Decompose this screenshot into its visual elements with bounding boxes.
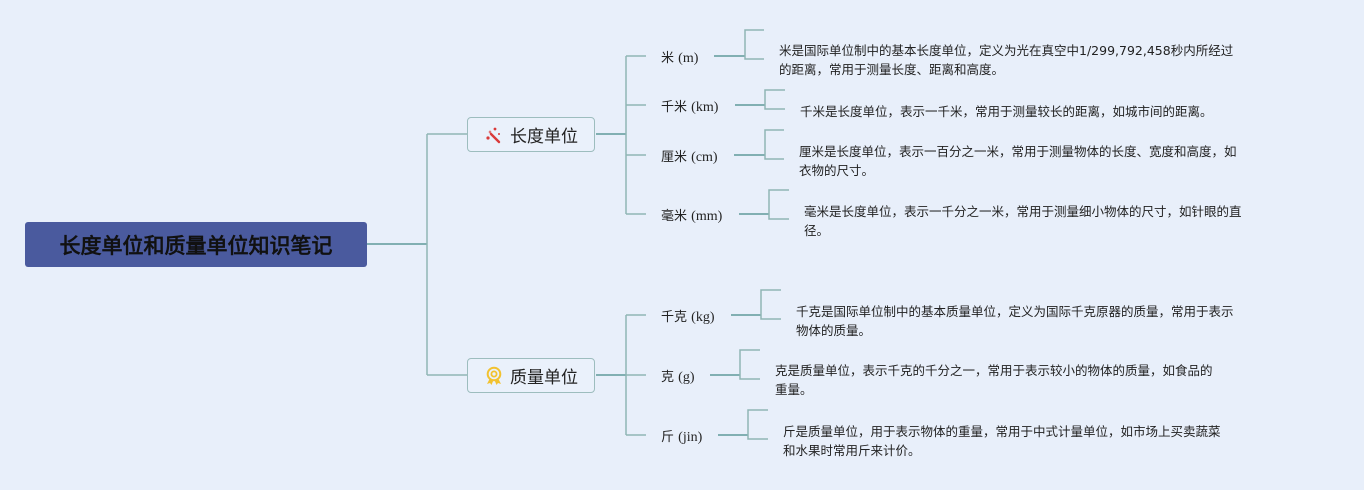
branch-mass-units[interactable]: 质量单位	[467, 358, 595, 393]
leaf-meter[interactable]: 米 (m)	[661, 47, 698, 67]
description-centimeter: 厘米是长度单位，表示一百分之一米，常用于测量物体的长度、宽度和高度，如 衣物的尺…	[799, 142, 1237, 180]
description-kilogram: 千克是国际单位制中的基本质量单位，定义为国际千克原器的质量，常用于表示 物体的质…	[796, 302, 1234, 340]
leaf-abbr: (km)	[691, 100, 719, 115]
root-title: 长度单位和质量单位知识笔记	[59, 233, 333, 258]
desc-line: 和水果时常用斤来计价。	[783, 443, 921, 458]
leaf-name: 克	[661, 370, 675, 385]
leaf-name: 千克	[661, 310, 688, 325]
leaf-kilometer[interactable]: 千米 (km)	[661, 96, 718, 116]
leaf-abbr: (g)	[678, 370, 695, 385]
leaf-millimeter[interactable]: 毫米 (mm)	[661, 205, 722, 225]
desc-line: 毫米是长度单位，表示一千分之一米，常用于测量细小物体的尺寸，如针眼的直	[804, 204, 1242, 219]
leaf-abbr: (mm)	[691, 209, 723, 224]
leaf-abbr: (cm)	[691, 150, 718, 165]
desc-line: 物体的质量。	[796, 323, 872, 338]
leaf-name: 斤	[661, 430, 675, 445]
desc-line: 千克是国际单位制中的基本质量单位，定义为国际千克原器的质量，常用于表示	[796, 304, 1234, 319]
desc-line: 厘米是长度单位，表示一百分之一米，常用于测量物体的长度、宽度和高度，如	[799, 144, 1237, 159]
branch-label: 质量单位	[510, 368, 578, 388]
leaf-name: 千米	[661, 100, 688, 115]
desc-line: 米是国际单位制中的基本长度单位，定义为光在真空中1/299,792,458秒内所…	[779, 43, 1234, 58]
branch-label: 长度单位	[510, 127, 578, 147]
desc-line: 重量。	[775, 382, 813, 397]
leaf-gram[interactable]: 克 (g)	[661, 366, 694, 386]
award-ribbon-icon	[484, 366, 504, 386]
desc-line: 的距离，常用于测量长度、距离和高度。	[779, 62, 1005, 77]
description-kilometer: 千米是长度单位，表示一千米，常用于测量较长的距离，如城市间的距离。	[800, 102, 1213, 121]
magic-wand-icon	[484, 125, 504, 145]
leaf-centimeter[interactable]: 厘米 (cm)	[661, 146, 718, 166]
leaf-jin[interactable]: 斤 (jin)	[661, 426, 702, 446]
leaf-abbr: (m)	[678, 51, 699, 66]
leaf-kilogram[interactable]: 千克 (kg)	[661, 306, 714, 326]
description-meter: 米是国际单位制中的基本长度单位，定义为光在真空中1/299,792,458秒内所…	[779, 41, 1233, 79]
desc-line: 衣物的尺寸。	[799, 163, 875, 178]
leaf-abbr: (jin)	[678, 430, 703, 445]
leaf-name: 毫米	[661, 209, 688, 224]
description-jin: 斤是质量单位，用于表示物体的重量，常用于中式计量单位，如市场上买卖蔬菜 和水果时…	[783, 422, 1221, 460]
leaf-name: 米	[661, 51, 675, 66]
leaf-abbr: (kg)	[691, 310, 715, 325]
description-gram: 克是质量单位，表示千克的千分之一，常用于表示较小的物体的质量，如食品的 重量。	[775, 361, 1213, 399]
desc-line: 克是质量单位，表示千克的千分之一，常用于表示较小的物体的质量，如食品的	[775, 363, 1213, 378]
description-millimeter: 毫米是长度单位，表示一千分之一米，常用于测量细小物体的尺寸，如针眼的直 径。	[804, 202, 1242, 240]
leaf-name: 厘米	[661, 150, 688, 165]
desc-line: 斤是质量单位，用于表示物体的重量，常用于中式计量单位，如市场上买卖蔬菜	[783, 424, 1221, 439]
root-node[interactable]: 长度单位和质量单位知识笔记	[25, 222, 367, 267]
desc-line: 径。	[804, 223, 830, 238]
desc-line: 千米是长度单位，表示一千米，常用于测量较长的距离，如城市间的距离。	[800, 104, 1213, 119]
branch-length-units[interactable]: 长度单位	[467, 117, 595, 152]
